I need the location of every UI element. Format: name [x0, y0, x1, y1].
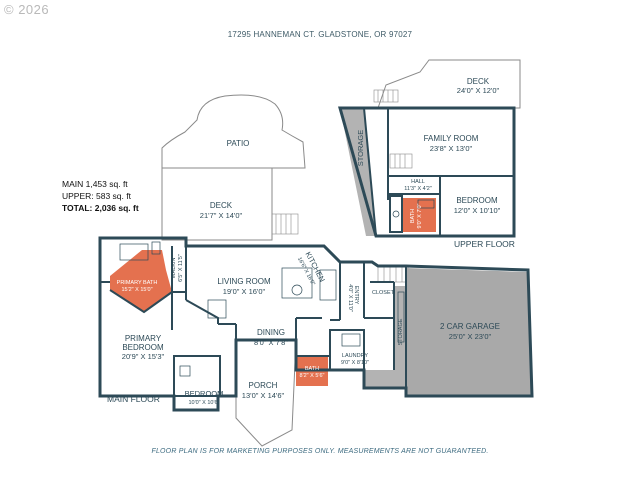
garage-dims: 25'0" X 23'0"	[449, 332, 492, 341]
main-exterior-wall	[98, 236, 534, 412]
floor-labels: MAIN FLOOR UPPER FLOOR	[107, 239, 515, 404]
dining-label: DINING	[257, 328, 285, 337]
living-room-dims: 19'0" X 16'0"	[223, 287, 266, 296]
stairs	[271, 89, 413, 283]
garage-label: 2 CAR GARAGE	[440, 322, 500, 331]
room-labels: PATIO DECK 21'7" X 14'0" DECK 24'0" X 12…	[117, 77, 501, 406]
family-room-label: FAMILY ROOM	[424, 134, 479, 143]
bath-main-label: BATH	[305, 366, 319, 372]
primary-bath-fill	[110, 250, 172, 312]
dining-dims: 8'0" X 7'8"	[254, 338, 288, 347]
storage-upper-label: STORAGE	[356, 130, 365, 167]
entry-dims: 4'0" X 11'0"	[347, 284, 353, 312]
storage-main-label: STORAGE	[398, 318, 404, 345]
deck-upper-label: DECK	[467, 77, 490, 86]
primary-bath-dims: 15'2" X 15'0"	[121, 287, 152, 293]
primary-bedroom-label-2: BEDROOM	[122, 343, 164, 352]
laundry-label: LAUNDRY	[342, 353, 369, 359]
main-floor-label: MAIN FLOOR	[107, 394, 160, 404]
square-footage-summary: MAIN 1,453 sq. ft UPPER: 583 sq. ft TOTA…	[62, 178, 139, 214]
closet-label: CLOSET	[372, 290, 395, 296]
walkin-label: WALKIN	[171, 258, 177, 279]
bath-upper-label: BATH	[410, 209, 416, 223]
porch-dims: 13'0" X 14'6"	[242, 391, 285, 400]
deck-main-label: DECK	[210, 201, 233, 210]
upper-floor-label: UPPER FLOOR	[454, 239, 515, 249]
walls	[98, 106, 534, 412]
upper-exterior-wall	[338, 106, 516, 238]
living-room-label: LIVING ROOM	[217, 277, 271, 286]
copyright-watermark: © 2026	[4, 2, 50, 17]
main-sqft: MAIN 1,453 sq. ft	[62, 179, 128, 189]
outdoor-outlines	[161, 59, 521, 447]
disclaimer: FLOOR PLAN IS FOR MARKETING PURPOSES ONL…	[151, 448, 489, 455]
porch-label: PORCH	[249, 381, 278, 390]
property-address: 17295 HANNEMAN CT. GLADSTONE, OR 97027	[227, 30, 413, 39]
bedroom-upper-label: BEDROOM	[456, 196, 498, 205]
hall-dims: 11'3" X 4'2"	[404, 186, 432, 192]
bath-main-dims: 8'2" X 5'6"	[300, 373, 325, 379]
deck-upper-dims: 24'0" X 12'0"	[457, 86, 500, 95]
hall-label: HALL	[411, 179, 425, 185]
bath-upper-dims: 9'0" X 7'0"	[417, 203, 423, 228]
entry-label: ENTRY	[353, 286, 359, 305]
storage-main-fill	[364, 286, 406, 388]
primary-bedroom-dims: 20'9" X 15'3"	[122, 352, 165, 361]
walkin-dims: 6'5" X 11'5"	[178, 254, 184, 282]
primary-bedroom-label-1: PRIMARY	[125, 334, 162, 343]
bedroom-upper-dims: 12'0" X 10'10"	[454, 206, 501, 215]
deck-main-outline	[161, 167, 273, 241]
family-room-dims: 23'8" X 13'0"	[430, 144, 473, 153]
bedroom-main-dims: 10'0" X 10'6"	[188, 400, 219, 406]
bedroom-main-label: BEDROOM	[185, 389, 224, 398]
fixtures	[119, 199, 435, 377]
garage-fill	[406, 268, 532, 396]
patio-outline	[161, 94, 306, 169]
interior-walls	[100, 107, 514, 397]
bath-upper-fill	[402, 198, 436, 232]
deck-upper-outline	[377, 59, 521, 109]
total-sqft: TOTAL: 2,036 sq. ft	[62, 203, 139, 213]
primary-bath-label: PRIMARY BATH	[117, 280, 158, 286]
deck-main-dims: 21'7" X 14'0"	[200, 211, 243, 220]
patio-label: PATIO	[227, 139, 250, 148]
laundry-dims: 9'0" X 8'10"	[341, 360, 369, 366]
upper-sqft: UPPER: 583 sq. ft	[62, 191, 131, 201]
